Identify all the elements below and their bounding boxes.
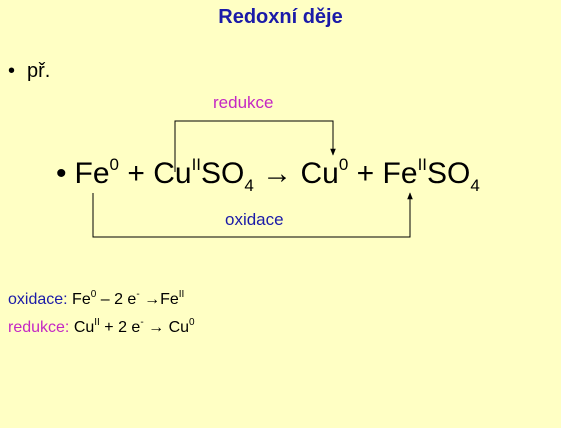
eq-fe-oxidation-state: 0	[109, 155, 119, 174]
eq-fe: Fe	[74, 157, 110, 190]
oxidation-keyword: oxidace:	[8, 291, 68, 308]
red-term-a: Cu	[69, 319, 95, 336]
eq-cu-product-oxidation-state: 0	[338, 155, 349, 174]
intro-text: př.	[27, 60, 51, 82]
eq-fe-product-oxidation-state: II	[417, 155, 428, 174]
oxidation-half-reaction: oxidace: Fe0 – 2 e- →FeII	[8, 289, 185, 309]
page-title: Redoxní děje	[218, 6, 343, 28]
bullet-marker: •	[8, 60, 16, 82]
intro-bullet: • př.	[8, 60, 50, 83]
eq-so: SO	[201, 157, 245, 190]
eq-arrow: →	[253, 157, 301, 190]
ox-term-b-sup: -	[136, 289, 140, 300]
reduction-half-reaction: redukce: CuII + 2 e- → Cu0	[8, 317, 195, 337]
eq-so-product-subscript: 4	[470, 176, 480, 195]
ox-term-c-sup: II	[178, 289, 185, 300]
eq-cu: Cu	[153, 157, 192, 190]
reduction-keyword: redukce:	[8, 319, 70, 336]
eq-cu-product: Cu	[300, 157, 339, 190]
red-term-b: + 2 e	[99, 319, 141, 336]
eq-cu-oxidation-state: II	[191, 155, 202, 174]
eq-plus-2: +	[348, 157, 383, 190]
red-term-c-sup: 0	[189, 317, 195, 328]
ox-term-a-sup: 0	[90, 289, 97, 300]
red-term-a-sup: II	[94, 317, 100, 328]
red-term-c: → Cu	[143, 319, 190, 336]
ox-term-c: →Fe	[139, 291, 179, 308]
ox-term-b: – 2 e	[96, 291, 137, 308]
eq-fe-product: Fe	[382, 157, 418, 190]
oxidation-arrow	[92, 192, 413, 238]
reduction-label: redukce	[213, 93, 274, 112]
eq-plus: +	[119, 157, 154, 190]
eq-so-subscript: 4	[244, 176, 254, 195]
ox-term-a: Fe	[67, 291, 91, 308]
redox-equation: •Fe0 + CuIISO4 → Cu0 + FeIISO4	[56, 156, 480, 194]
red-term-b-sup: -	[140, 317, 144, 328]
equation-bullet: •	[56, 157, 67, 190]
reduction-arrow	[174, 120, 336, 172]
oxidation-label: oxidace	[225, 210, 284, 229]
eq-so-product: SO	[427, 157, 471, 190]
